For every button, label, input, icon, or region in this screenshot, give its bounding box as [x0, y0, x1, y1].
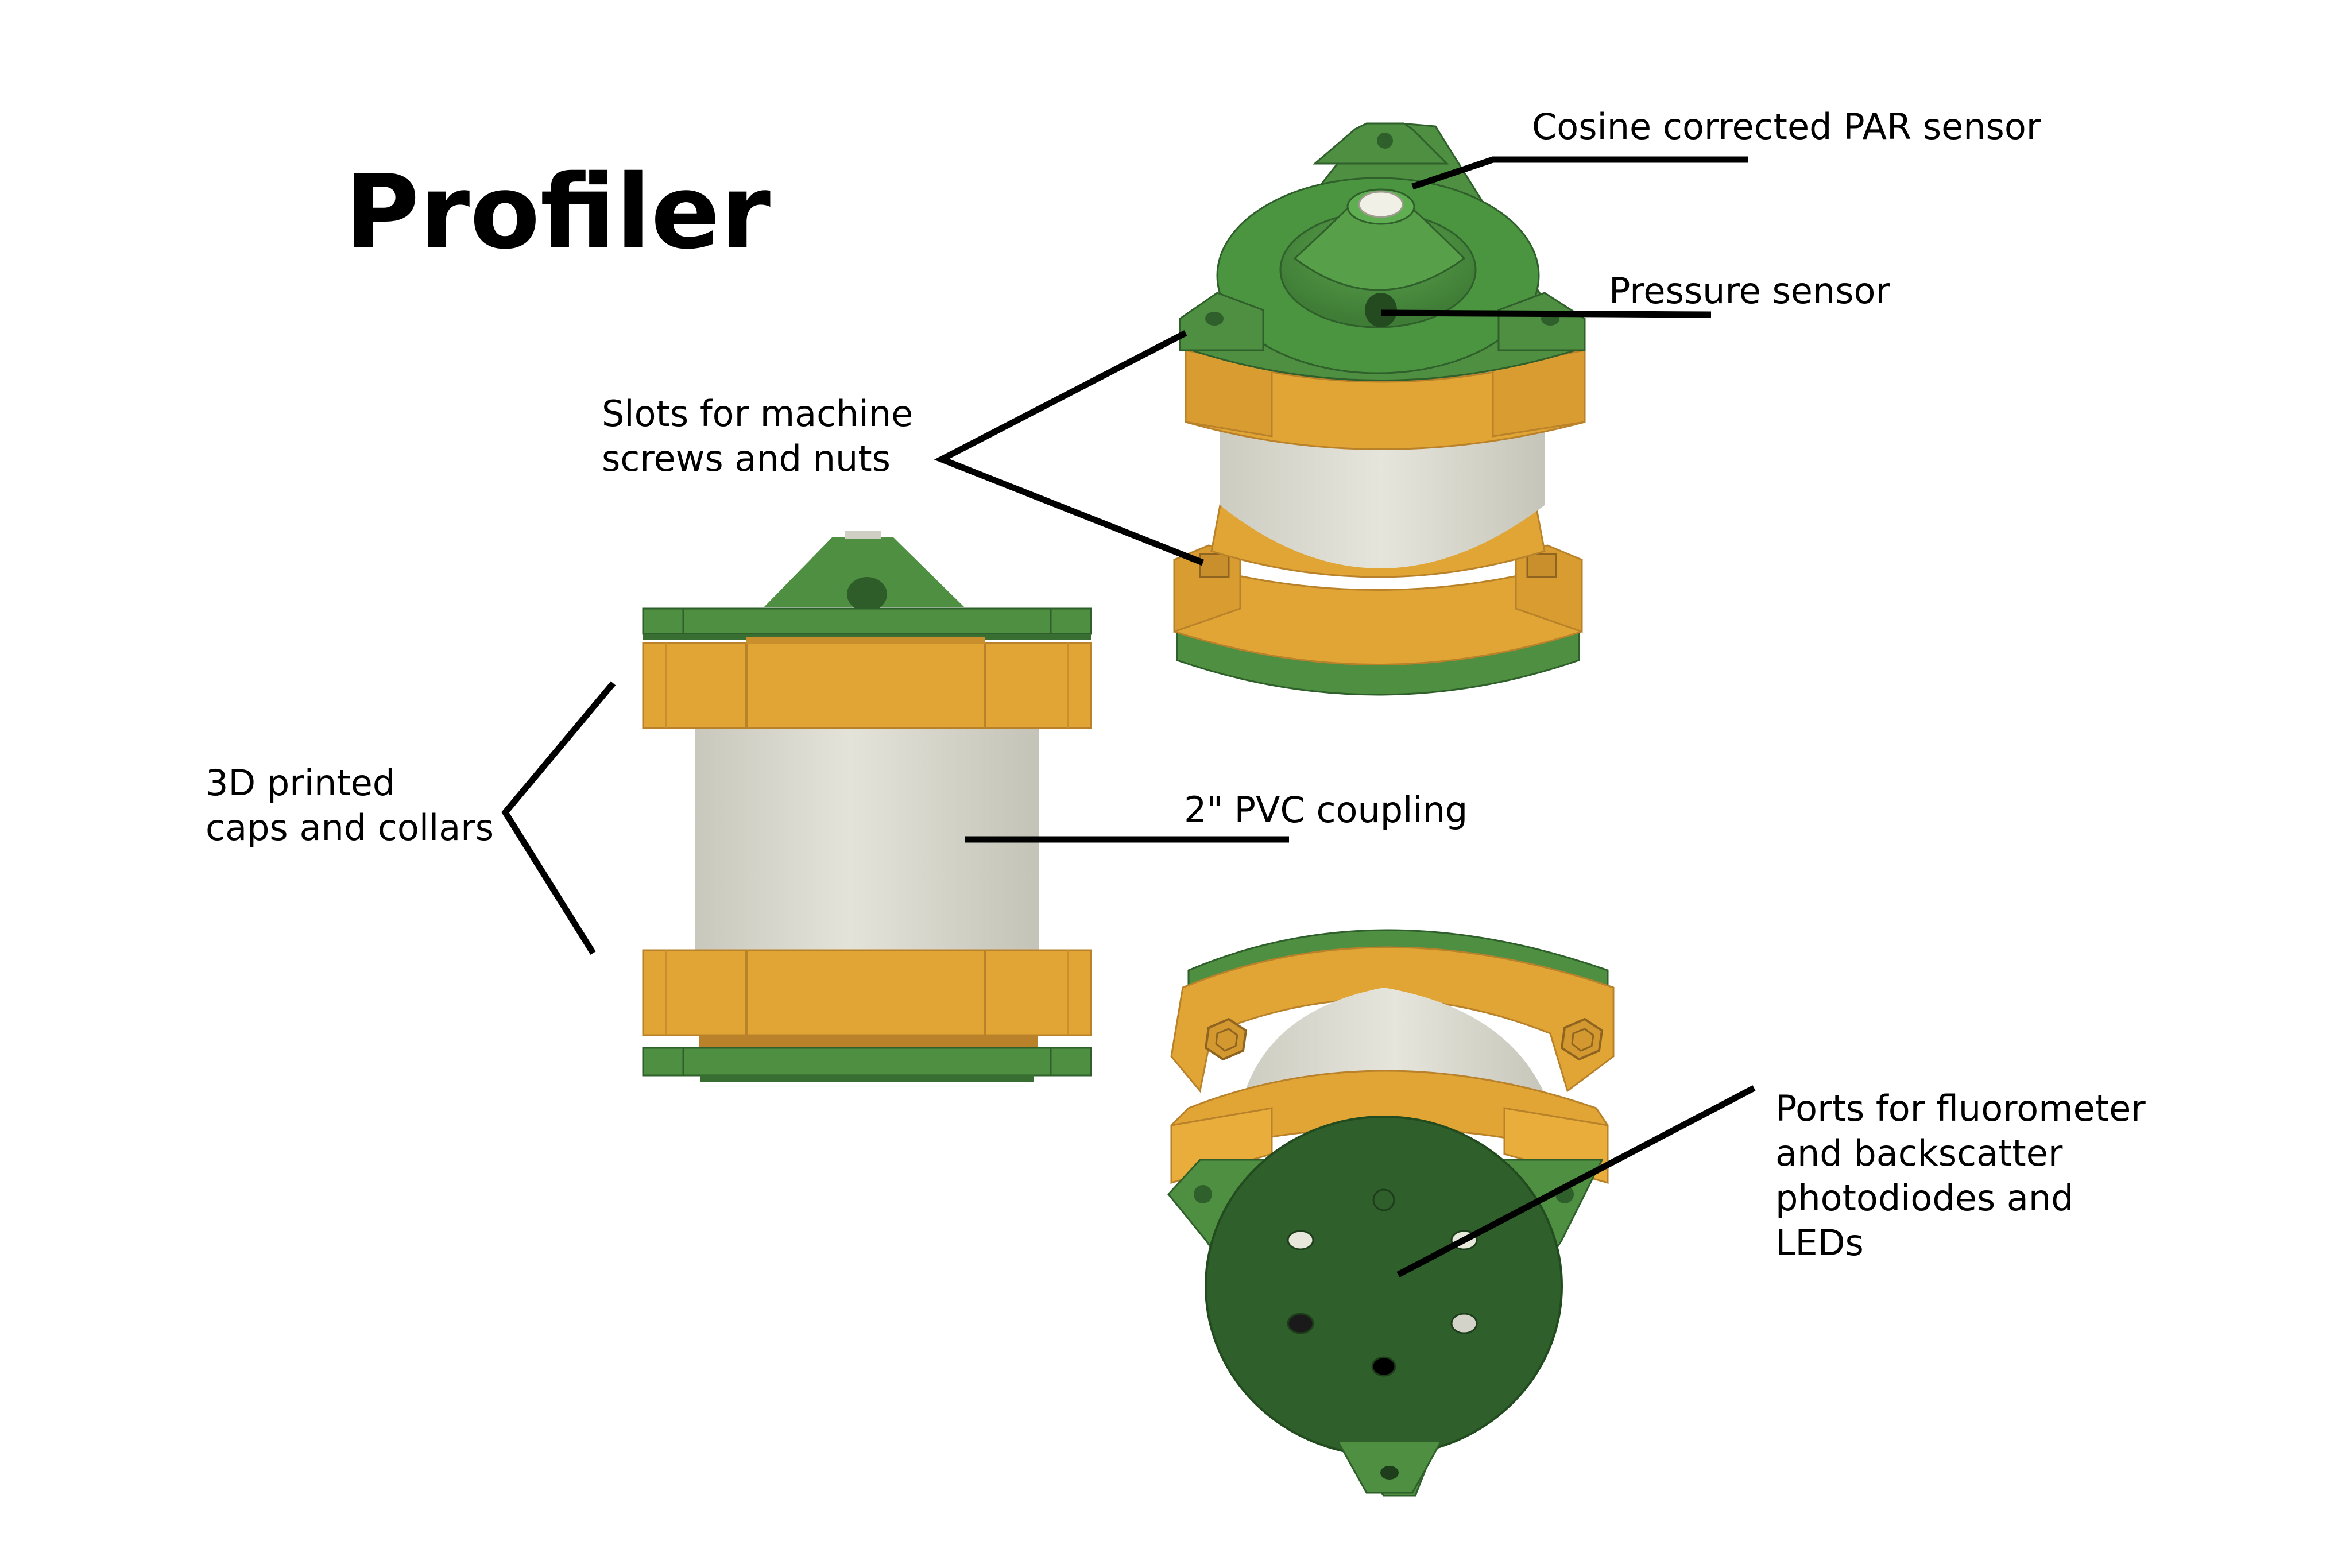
pressure-port-side: [847, 577, 887, 611]
par-sensor-tip-side: [845, 531, 881, 539]
label-slots-line-2: screws and nuts: [602, 438, 891, 479]
port-top: [1372, 1188, 1395, 1211]
label-ports-line-2: and backscatter: [1775, 1132, 2063, 1174]
port-bottom: [1371, 1356, 1396, 1377]
par-sensor-diffuser: [1358, 191, 1404, 218]
bottom-collar-side: [642, 949, 1092, 1036]
label-slots-line-1: Slots for machine: [602, 393, 914, 435]
label-ports: Ports for fluorometer and backscatter ph…: [1775, 1086, 2146, 1265]
leader-slots: [934, 330, 1205, 566]
label-pvc-text: 2" PVC coupling: [1184, 789, 1468, 831]
hex-nut-slot-left: [1199, 553, 1230, 578]
sensor-cone: [1293, 200, 1466, 291]
hex-nut-slot-right: [1526, 553, 1557, 578]
leader-pressure-sensor: [1380, 309, 1712, 318]
top-collar-side: [642, 642, 1092, 729]
label-caps-line-1: 3D printed: [206, 762, 396, 804]
label-pressure-sensor-text: Pressure sensor: [1609, 270, 1890, 312]
top-perspective-assembly: [1173, 122, 1586, 696]
label-caps-line-2: caps and collars: [206, 807, 494, 849]
label-par-sensor-text: Cosine corrected PAR sensor: [1532, 106, 2041, 148]
label-pressure-sensor: Pressure sensor: [1609, 269, 1890, 313]
port-photodiode-right: [1450, 1313, 1478, 1334]
top-cap-plate-side: [642, 607, 1092, 635]
instrument-face-disk: [1205, 1116, 1563, 1457]
leader-par-sensor: [1411, 156, 1748, 190]
port-photodiode-left: [1287, 1313, 1314, 1334]
label-ports-line-3: photodiodes and: [1775, 1177, 2074, 1219]
label-ports-line-1: Ports for fluorometer: [1775, 1087, 2146, 1129]
label-par-sensor: Cosine corrected PAR sensor: [1532, 104, 2041, 149]
hex-nut-left: [1204, 1017, 1248, 1061]
far-collar: [1170, 946, 1615, 1093]
leader-ports: [1396, 1085, 1756, 1277]
bottom-cap-plate-side: [642, 1047, 1092, 1077]
label-caps: 3D printed caps and collars: [206, 761, 494, 850]
leader-lines: [501, 156, 1756, 1277]
hex-nut-right: [1560, 1017, 1604, 1061]
page-title: Profiler: [345, 153, 771, 272]
leader-caps: [501, 681, 616, 955]
port-led-left: [1287, 1230, 1314, 1250]
label-ports-line-4: LEDs: [1775, 1222, 1864, 1264]
pressure-sensor-port: [1365, 293, 1397, 327]
label-slots: Slots for machine screws and nuts: [602, 392, 913, 481]
bottom-perspective-assembly: [1167, 929, 1615, 1497]
top-cap-cone-side: [764, 537, 965, 607]
label-pvc: 2" PVC coupling: [1184, 788, 1468, 833]
side-view-assembly: [642, 531, 1092, 1082]
